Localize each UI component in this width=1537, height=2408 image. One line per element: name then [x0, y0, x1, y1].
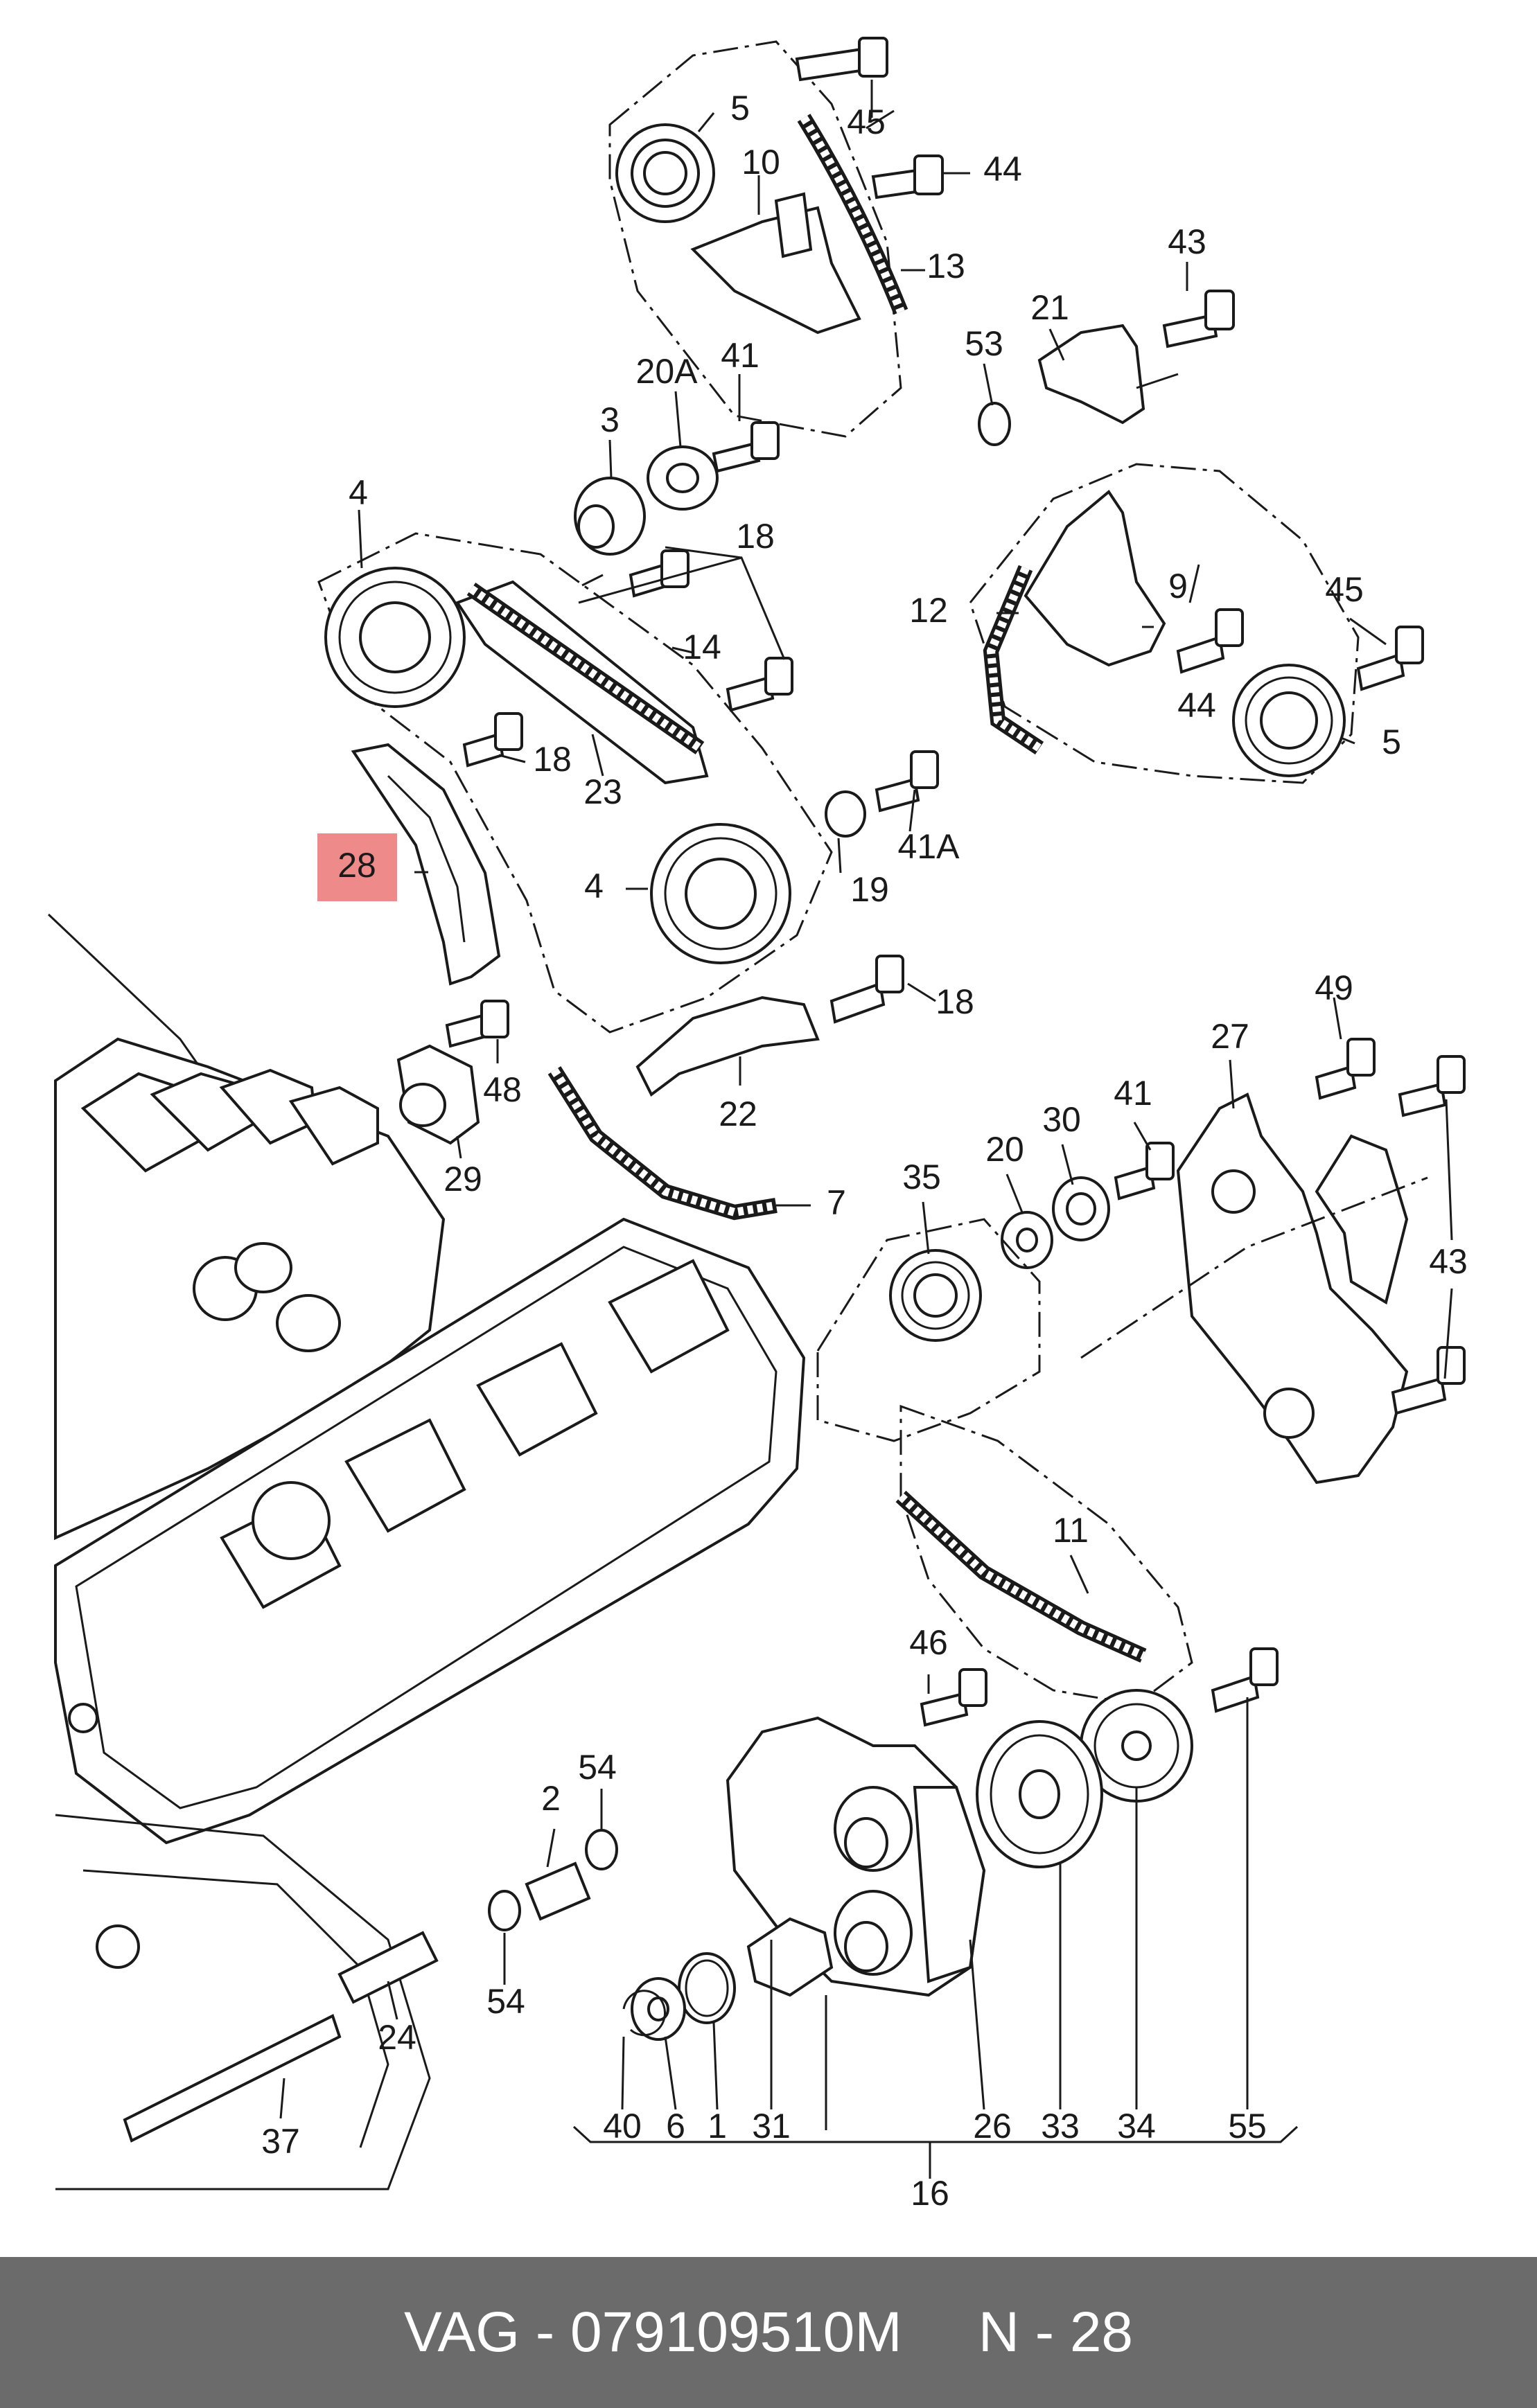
right-cam-group	[825, 463, 1424, 838]
label-13: 13	[926, 247, 965, 285]
part-20-30-35-group	[816, 1142, 1175, 1442]
part-27-guide-group	[1080, 1038, 1466, 1485]
label-41A: 41A	[898, 827, 960, 866]
label-21: 21	[1030, 288, 1069, 327]
callout-labels: 45 5 10 44 13 43 21 53 20A 41 3 4 18 14 …	[261, 89, 1468, 2213]
label-40: 40	[603, 2107, 642, 2145]
group-bracket-16	[572, 2125, 1299, 2143]
label-26: 26	[973, 2107, 1012, 2145]
label-33: 33	[1041, 2107, 1080, 2145]
label-41-middle: 41	[1114, 1074, 1152, 1113]
footer-part-group: VAG - 079109510M	[404, 2300, 902, 2365]
label-19: 19	[850, 870, 889, 909]
label-35: 35	[902, 1158, 941, 1196]
label-4-top: 4	[349, 473, 368, 512]
label-18-middle: 18	[533, 740, 572, 779]
footer-separator: -	[535, 2301, 555, 2364]
leader-lines	[279, 80, 1453, 2130]
label-24: 24	[378, 2018, 416, 2057]
label-7: 7	[827, 1183, 846, 1222]
label-6: 6	[666, 2107, 685, 2145]
label-34: 34	[1117, 2107, 1156, 2145]
label-44-right: 44	[1177, 686, 1216, 725]
part-22-7-group	[547, 955, 904, 1221]
label-45-top: 45	[847, 103, 886, 141]
label-1: 1	[708, 2107, 727, 2145]
label-27: 27	[1211, 1017, 1249, 1056]
footer-position-prefix: N	[978, 2301, 1019, 2364]
label-3: 3	[600, 400, 620, 439]
label-20: 20	[985, 1130, 1024, 1169]
label-5-top: 5	[730, 89, 750, 127]
footer-part-number: 079109510M	[570, 2301, 902, 2364]
middle-cam-group	[317, 421, 833, 1034]
label-55: 55	[1228, 2107, 1267, 2145]
footer-position-number: 28	[1069, 2301, 1134, 2364]
cylinder-head-drawing	[47, 913, 806, 2190]
label-2: 2	[541, 1779, 561, 1818]
footer-bar: VAG - 079109510M N - 28	[0, 2257, 1537, 2408]
label-29: 29	[443, 1160, 482, 1198]
label-18-lower: 18	[936, 982, 974, 1021]
label-14: 14	[683, 628, 721, 666]
footer-position-group: N - 28	[978, 2300, 1133, 2365]
label-12: 12	[909, 591, 948, 630]
label-54-bottom: 54	[486, 1982, 525, 2021]
label-23: 23	[583, 772, 622, 811]
label-54-top: 54	[578, 1748, 617, 1787]
part-28-tensioner-rail	[317, 743, 501, 986]
label-18-top: 18	[736, 517, 775, 556]
upper-cam-group	[608, 37, 944, 438]
label-43-top: 43	[1168, 222, 1206, 261]
oil-pump-drive-group	[622, 1404, 1279, 2041]
label-16: 16	[911, 2174, 949, 2213]
label-49: 49	[1315, 968, 1353, 1007]
label-46: 46	[909, 1623, 948, 1662]
label-41-top: 41	[721, 336, 759, 375]
label-11: 11	[1053, 1511, 1089, 1550]
part-21-group	[978, 290, 1235, 446]
label-28: 28	[337, 846, 376, 885]
label-9: 9	[1168, 567, 1188, 605]
label-22: 22	[719, 1095, 757, 1133]
label-20A: 20A	[636, 352, 699, 391]
label-48: 48	[483, 1070, 522, 1109]
part-29-48-group	[396, 1000, 509, 1145]
label-53: 53	[965, 324, 1003, 363]
label-44-top: 44	[983, 150, 1022, 188]
footer-position-separator: -	[1035, 2301, 1055, 2364]
small-parts-group	[123, 1829, 618, 2143]
label-45-right: 45	[1325, 570, 1364, 609]
label-10: 10	[741, 143, 780, 182]
label-31: 31	[752, 2107, 791, 2145]
part-28-highlight	[317, 833, 397, 901]
label-30: 30	[1042, 1100, 1081, 1139]
label-5-right: 5	[1382, 723, 1401, 761]
label-4-middle: 4	[584, 867, 604, 905]
footer-text: VAG - 079109510M N - 28	[0, 2257, 1537, 2408]
footer-brand: VAG	[403, 2301, 520, 2364]
label-37: 37	[261, 2122, 300, 2161]
label-43-right: 43	[1429, 1242, 1468, 1281]
